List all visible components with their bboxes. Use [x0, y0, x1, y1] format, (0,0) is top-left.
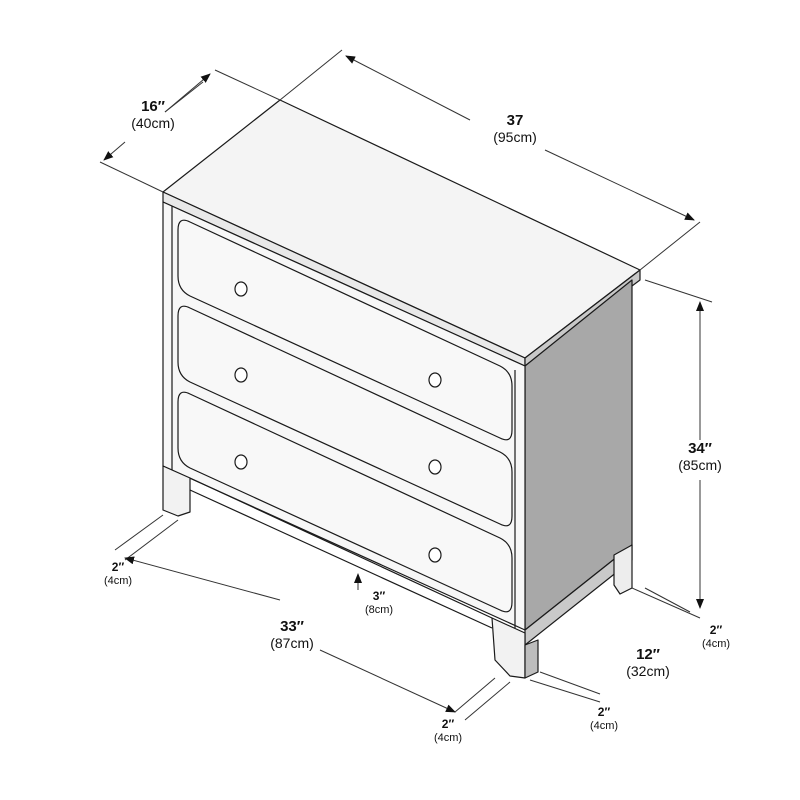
inner-depth-cm: (32cm)	[626, 663, 670, 680]
drawer-1	[177, 219, 513, 441]
depth-inches: 16″	[141, 98, 165, 115]
depth-label: 16″ (40cm)	[118, 98, 188, 131]
width-label: 37 (95cm)	[480, 112, 550, 145]
knob	[428, 372, 442, 388]
height-label: 34″ (85cm)	[664, 440, 736, 473]
width-cm: (95cm)	[493, 129, 537, 146]
inner-depth-inches: 12″	[636, 646, 660, 663]
front-left-leg	[162, 465, 191, 517]
back-right-leg	[613, 544, 633, 595]
drawer-2	[177, 305, 513, 527]
inner-depth-label: 12″ (32cm)	[612, 646, 684, 679]
depth-cm: (40cm)	[131, 115, 175, 132]
knob	[234, 281, 248, 297]
clearance-label: 3″ (8cm)	[364, 589, 394, 616]
inner-width-label: 33″ (87cm)	[270, 618, 314, 652]
knob	[428, 459, 442, 475]
front-leg-right-label: 2″ (4cm)	[433, 717, 463, 744]
drawer-3	[177, 391, 513, 613]
knob	[428, 547, 442, 563]
height-inches: 34″	[688, 440, 712, 457]
knob	[234, 454, 248, 470]
knob	[234, 367, 248, 383]
back-leg-label: 2″ (4cm)	[589, 705, 619, 732]
width-inches: 37	[506, 112, 524, 129]
front-leg-left-label: 2″ (4cm)	[103, 560, 133, 587]
side-leg-right-label: 2″ (4cm)	[701, 623, 731, 650]
height-cm: (85cm)	[678, 457, 722, 474]
front-right-leg	[491, 617, 526, 679]
